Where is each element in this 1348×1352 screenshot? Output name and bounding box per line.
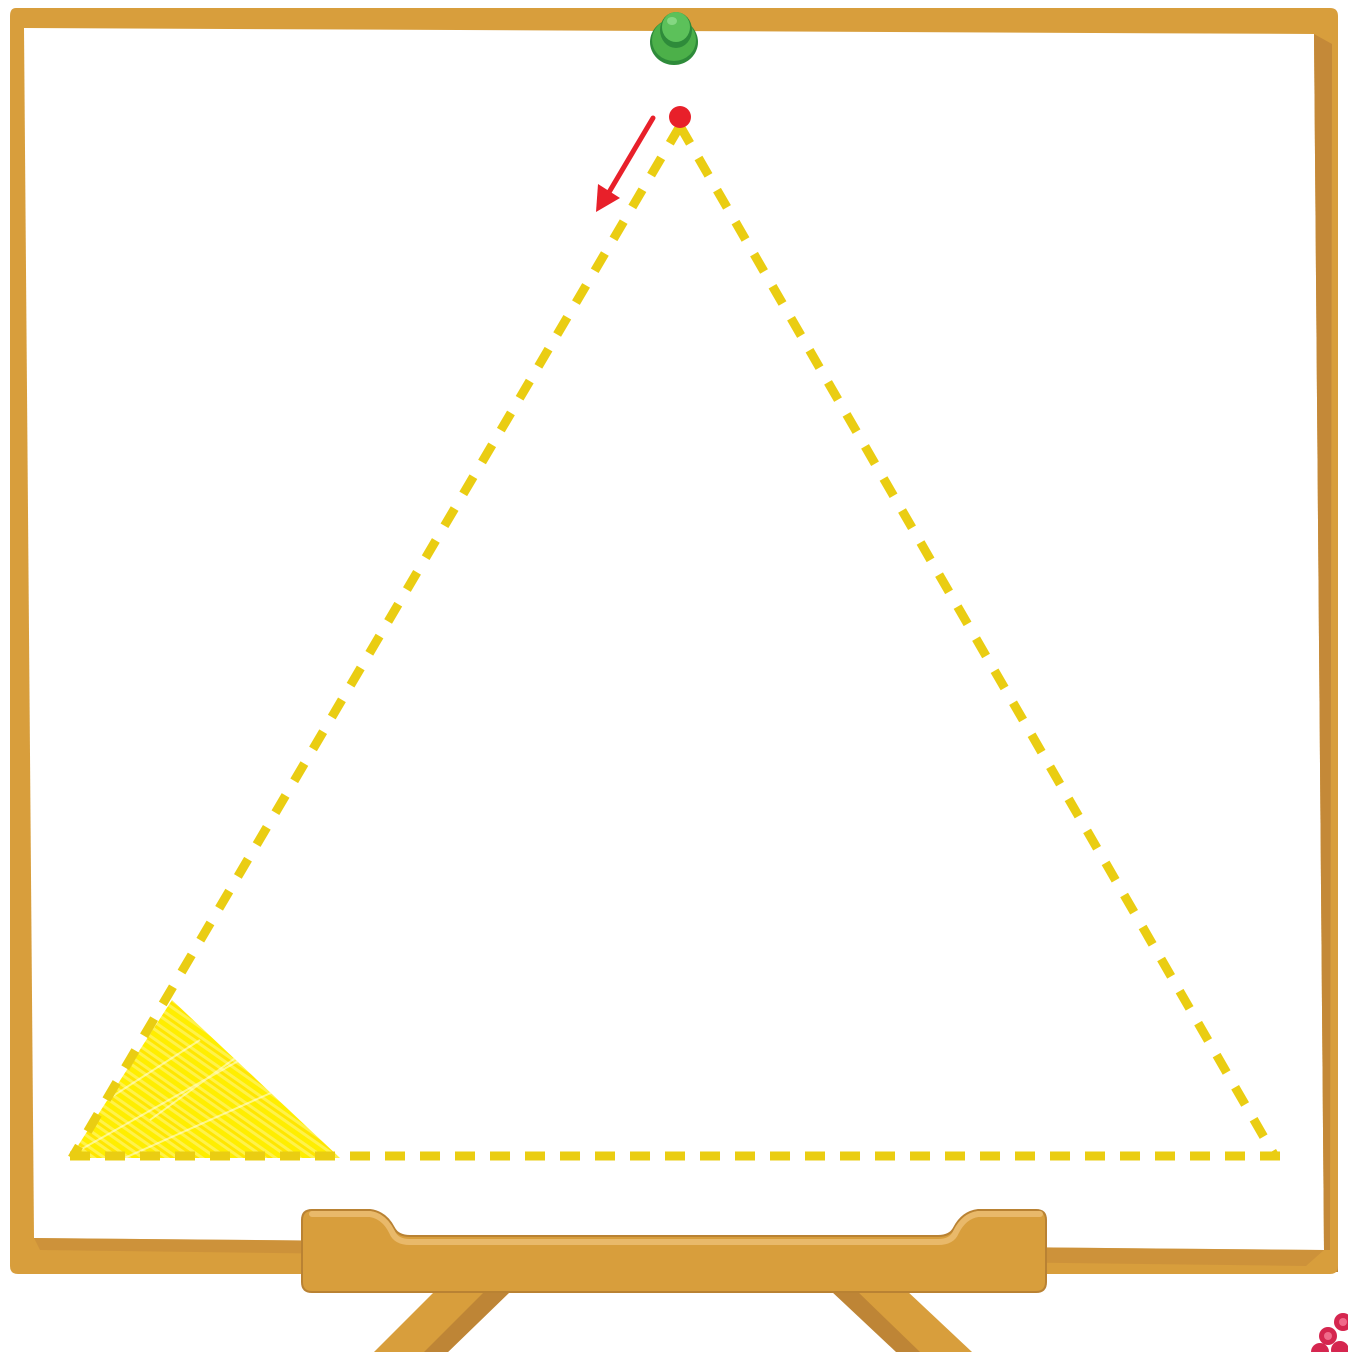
start-dot-icon[interactable] xyxy=(669,106,691,128)
bead-cluster-icon xyxy=(1311,1313,1348,1352)
